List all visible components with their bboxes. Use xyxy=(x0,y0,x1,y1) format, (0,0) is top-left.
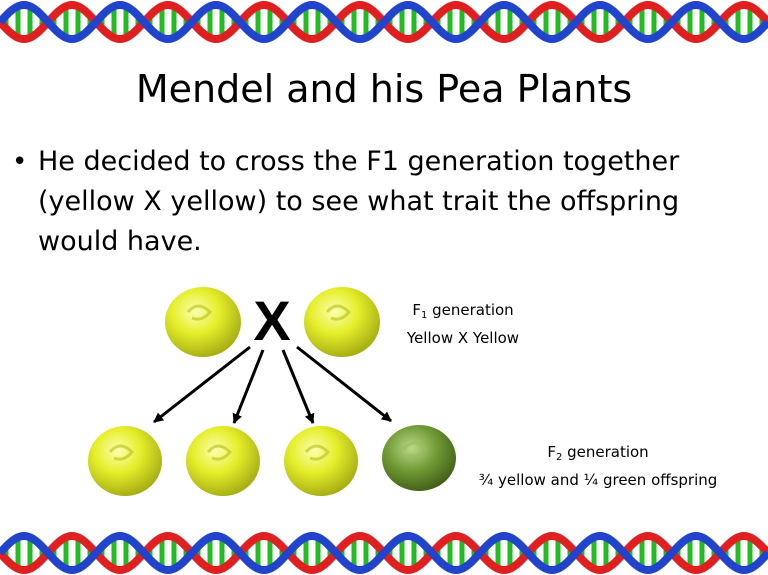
f2-caption: F2 generation ¾ yellow and ¼ green offsp… xyxy=(468,441,728,491)
offspring-pea-yellow-1 xyxy=(88,426,162,496)
bullet-dot-icon: • xyxy=(12,147,28,177)
arrow-2 xyxy=(232,349,265,424)
arrow-3 xyxy=(281,349,315,424)
cross-symbol: X xyxy=(253,289,290,352)
offspring-pea-yellow-3 xyxy=(284,426,358,496)
arrow-4 xyxy=(296,345,392,423)
slide-title: Mendel and his Pea Plants xyxy=(135,67,633,111)
f1-caption: F1 generation Yellow X Yellow xyxy=(388,299,538,349)
parent-pea-left xyxy=(165,287,241,357)
f1-label: F1 generation xyxy=(412,301,514,321)
offspring-pea-yellow-2 xyxy=(186,426,260,496)
bullet-point: • He decided to cross the F1 generation … xyxy=(12,142,732,262)
parent-pea-right xyxy=(304,287,380,357)
f2-description: ¾ yellow and ¼ green offspring xyxy=(478,471,718,489)
dna-border-bottom xyxy=(0,531,768,575)
f1-description: Yellow X Yellow xyxy=(406,329,520,347)
bullet-text: He decided to cross the F1 generation to… xyxy=(38,146,680,257)
arrow-1 xyxy=(153,345,251,424)
f2-label: F2 generation xyxy=(547,443,649,463)
dna-border-top xyxy=(0,0,768,44)
offspring-pea-green xyxy=(382,425,456,491)
dna-strand-blue xyxy=(0,531,768,575)
dna-strand-blue xyxy=(0,0,768,44)
